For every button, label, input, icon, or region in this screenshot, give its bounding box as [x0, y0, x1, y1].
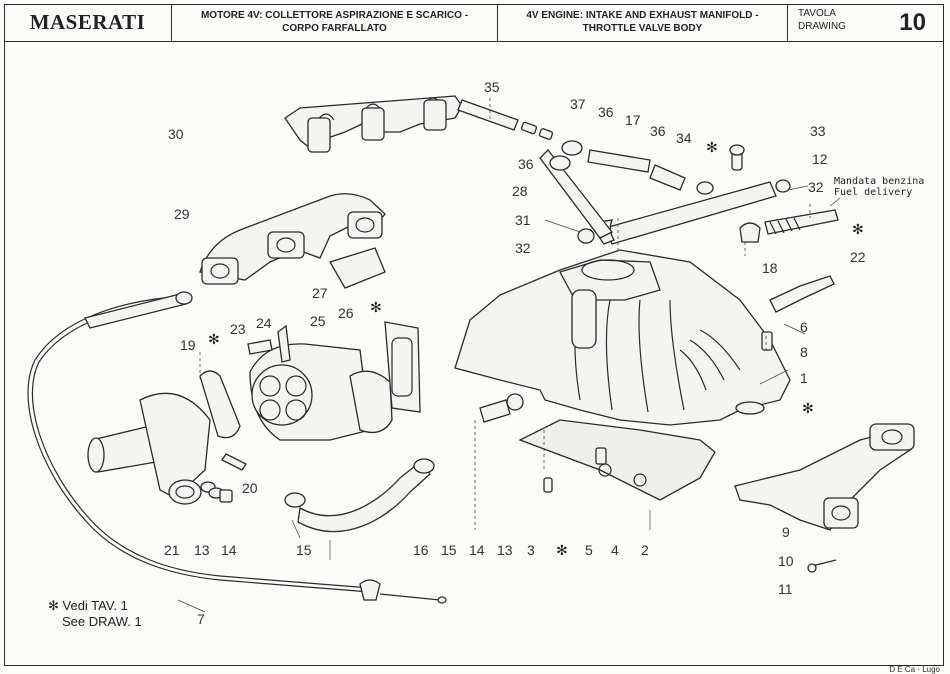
callout-16: 16 [413, 542, 429, 558]
callout-33: 33 [810, 123, 826, 139]
fuel-delivery-english: Fuel delivery [834, 187, 913, 198]
callout-34: 34 [676, 130, 692, 146]
pipe-35-part [457, 99, 554, 140]
drawing-label-english: DRAWING [798, 21, 846, 32]
callout-28: 28 [512, 183, 528, 199]
star-marker: ✻ [556, 542, 568, 558]
callout-7: 7 [197, 611, 205, 627]
sheet-border [4, 4, 944, 666]
callout-17: 17 [625, 112, 641, 128]
exhaust-manifold-29-part [199, 193, 386, 289]
title-italian: MOTORE 4V: COLLETTORE ASPIRAZIONE E SCAR… [172, 4, 498, 41]
callout-36: 36 [598, 104, 614, 120]
callout-14-b: 14 [469, 542, 485, 558]
callout-20: 20 [242, 480, 258, 496]
throttle-body-part [199, 321, 421, 441]
drawing-label-italian: TAVOLA [798, 8, 836, 19]
fitting-center-part [479, 393, 524, 423]
fuel-delivery-note: Mandata benzina Fuel delivery [834, 176, 924, 198]
fuel-rail-part [539, 140, 839, 245]
small-fittings-part [200, 324, 306, 508]
exhaust-manifold-9-part [734, 423, 915, 573]
legend-line-english: See DRAW. 1 [62, 614, 142, 629]
gasket-2-part [518, 419, 716, 501]
callout-6: 6 [800, 319, 808, 335]
callout-8: 8 [800, 344, 808, 360]
fuel-delivery-italian: Mandata benzina [834, 176, 925, 187]
title-italian-line1: MOTORE 4V: COLLETTORE ASPIRAZIONE E SCAR… [200, 10, 469, 21]
callout-5: 5 [585, 542, 593, 558]
brand-logo: MASERATI [4, 4, 172, 41]
callout-19: 19 [180, 337, 196, 353]
callout-2: 2 [641, 542, 649, 558]
star-marker: ✻ [852, 221, 864, 237]
callout-13-b: 13 [497, 542, 513, 558]
drawing-number-cell: TAVOLA DRAWING 10 [788, 4, 944, 41]
star-marker: ✻ [802, 400, 814, 416]
callout-26: 26 [338, 305, 354, 321]
throttle-cable-7-part [27, 291, 447, 604]
callout-14: 14 [221, 542, 237, 558]
hose-16-part [297, 458, 435, 533]
legend-line-italian: ✻ Vedi TAV. 1 [48, 598, 128, 613]
callout-36-c: 36 [518, 156, 534, 172]
callout-3: 3 [527, 542, 535, 558]
title-block: MASERATI MOTORE 4V: COLLETTORE ASPIRAZIO… [4, 4, 944, 42]
callout-32: 32 [808, 179, 824, 195]
water-housing-21-part [87, 392, 211, 505]
callout-10: 10 [778, 553, 794, 569]
callout-13: 13 [194, 542, 210, 558]
title-english: 4V ENGINE: INTAKE AND EXHAUST MANIFOLD -… [498, 4, 788, 41]
callout-30: 30 [168, 126, 184, 142]
leader-lines [177, 98, 841, 613]
callout-11: 11 [778, 581, 793, 597]
legend-see-drawing-1: ✻ Vedi TAV. 1 See DRAW. 1 [48, 598, 142, 630]
callout-27: 27 [312, 285, 328, 301]
callout-31: 31 [515, 212, 531, 228]
intake-runner-part [284, 95, 463, 153]
publisher-credit: D E Ca · Lugo [889, 665, 940, 674]
callout-32-b: 32 [515, 240, 531, 256]
callout-29: 29 [174, 206, 190, 222]
callout-37: 37 [570, 96, 586, 112]
callout-36-b: 36 [650, 123, 666, 139]
callout-15-b: 15 [441, 542, 457, 558]
callout-35: 35 [484, 79, 500, 95]
callout-22: 22 [850, 249, 866, 265]
title-italian-line2: CORPO FARFALLATO [282, 23, 387, 34]
callout-15: 15 [296, 542, 312, 558]
callout-24: 24 [256, 315, 272, 331]
star-marker: ✻ [706, 139, 718, 155]
star-marker: ✻ [370, 299, 382, 315]
callout-23: 23 [230, 321, 246, 337]
drawing-number: 10 [899, 9, 926, 36]
callout-21: 21 [164, 542, 180, 558]
callout-18: 18 [762, 260, 778, 276]
callout-1: 1 [800, 370, 808, 386]
title-english-line1: 4V ENGINE: INTAKE AND EXHAUST MANIFOLD - [526, 10, 759, 21]
callout-4: 4 [611, 542, 619, 558]
callout-12: 12 [812, 151, 828, 167]
callout-25: 25 [310, 313, 326, 329]
intake-plenum-part [454, 249, 791, 426]
title-english-line2: THROTTLE VALVE BODY [582, 23, 703, 34]
star-marker: ✻ [208, 331, 220, 347]
hose-6-part [761, 275, 835, 351]
callout-9: 9 [782, 524, 790, 540]
